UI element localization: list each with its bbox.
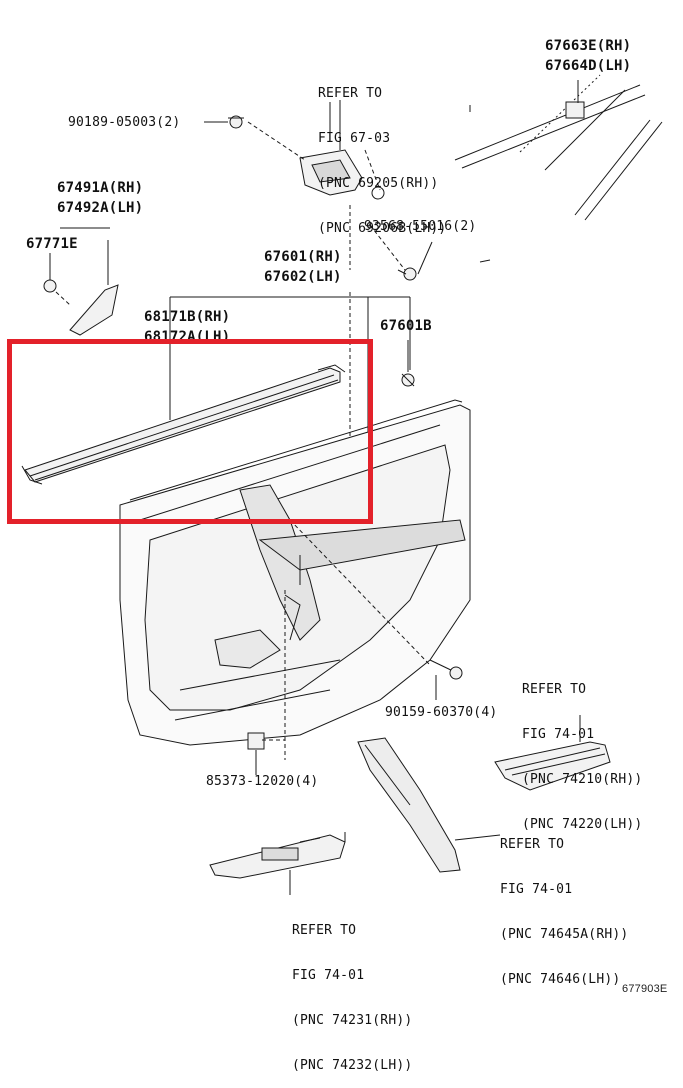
- part-label-67663e: 67663E(RH): [545, 38, 632, 54]
- part-label-67601b: 67601B: [380, 318, 432, 334]
- part-label-67492a: 67492A(LH): [57, 200, 144, 216]
- refer-line: REFER TO: [522, 682, 587, 697]
- bolt-90159: [429, 659, 463, 700]
- belt-moulding-68171b: [21, 364, 346, 485]
- refer-line: (PNC 74210(RH)): [522, 772, 643, 787]
- part-label-68172a: 68172A(LH): [144, 329, 231, 339]
- refer-line: FIG 74-01: [292, 968, 365, 983]
- refer-line: (PNC 74231(RH)): [292, 1013, 413, 1028]
- clip-85373: [247, 590, 286, 775]
- refer-line: (PNC 69205(RH)): [318, 176, 439, 191]
- refer-label-bottom: REFER TO FIG 74-01 (PNC 74231(RH)) (PNC …: [292, 893, 412, 1088]
- armrest-cover: [494, 715, 611, 791]
- refer-line: REFER TO: [500, 837, 565, 852]
- refer-line: (PNC 74645A(RH)): [500, 927, 629, 942]
- refer-line: REFER TO: [318, 86, 383, 101]
- refer-label-mid-right: REFER TO FIG 74-01 (PNC 74645A(RH)) (PNC…: [500, 807, 628, 1002]
- refer-line: (PNC 74232(LH)): [292, 1058, 413, 1073]
- parts-diagram: [21, 74, 663, 895]
- part-label-68171b: 68171B(RH): [144, 309, 231, 325]
- highlight-box: [7, 339, 373, 524]
- screw-93568: [349, 205, 433, 281]
- refer-line: (PNC 74646(LH)): [500, 972, 621, 987]
- refer-line: (PNC 74220(LH)): [522, 817, 643, 832]
- part-label-90159: 90159-60370(4): [385, 705, 498, 720]
- part-label-85373: 85373-12020(4): [206, 774, 319, 789]
- part-label-93568: 93568-55016(2): [364, 219, 477, 234]
- part-label-90189: 90189-05003(2): [68, 115, 181, 130]
- door-side-trim: [357, 737, 501, 873]
- part-label-67601: 67601(RH): [264, 249, 342, 265]
- refer-line: FIG 74-01: [500, 882, 573, 897]
- part-label-67491a: 67491A(RH): [57, 180, 144, 196]
- refer-label-top: REFER TO FIG 67-03 (PNC 69205(RH)) (PNC …: [318, 56, 446, 251]
- refer-label-right: REFER TO FIG 74-01 (PNC 74210(RH)) (PNC …: [522, 652, 642, 847]
- clip-90189: [204, 115, 244, 129]
- refer-line: FIG 67-03: [318, 131, 391, 146]
- inside-handle-assembly: [247, 100, 385, 200]
- refer-line: (PNC 69206B(LH)): [318, 221, 447, 236]
- door-trim-panel: [119, 399, 471, 746]
- part-label-67664d: 67664D(LH): [545, 58, 632, 74]
- figure-id: 677903E: [622, 983, 668, 995]
- refer-line: FIG 74-01: [522, 727, 595, 742]
- part-label-67602: 67602(LH): [264, 269, 342, 285]
- window-switch-panel: [209, 832, 346, 895]
- door-glass-edge: [454, 74, 663, 221]
- refer-line: REFER TO: [292, 923, 357, 938]
- part-label-67771e: 67771E: [26, 236, 78, 252]
- door-cover-left: [43, 227, 119, 336]
- clip-67601b: [401, 340, 415, 387]
